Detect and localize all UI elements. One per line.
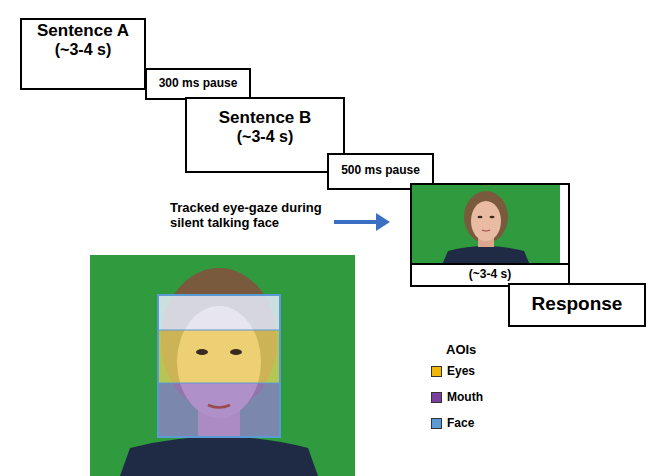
- box-title: Sentence A: [37, 22, 129, 41]
- legend-text: Mouth: [447, 390, 483, 404]
- legend-title: AOIs: [446, 343, 476, 358]
- box-text: (~3-4 s): [237, 128, 293, 146]
- box-text: Response: [532, 294, 623, 315]
- box-text: (~3-4 s): [412, 263, 568, 285]
- stimulus-box: Sentence B(~3-4 s): [185, 97, 345, 173]
- legend-text: Face: [447, 416, 474, 430]
- legend-swatch: [431, 392, 442, 403]
- legend-text: Eyes: [447, 364, 475, 378]
- box-text: 500 ms pause: [341, 164, 420, 177]
- box-text: 300 ms pause: [159, 77, 238, 90]
- box-text: (~3-4 s): [55, 41, 111, 59]
- legend-swatch: [431, 418, 442, 429]
- face-thumbnail: [412, 185, 560, 265]
- stimulus-box: Sentence A(~3-4 s): [20, 18, 146, 90]
- annotation-text: Tracked eye-gaze during silent talking f…: [170, 201, 330, 231]
- pause-box: 300 ms pause: [145, 68, 251, 100]
- video-frame: (~3-4 s): [410, 183, 570, 287]
- box-title: Sentence B: [219, 109, 312, 128]
- legend-swatch: [431, 366, 442, 377]
- response-box: Response: [508, 283, 646, 327]
